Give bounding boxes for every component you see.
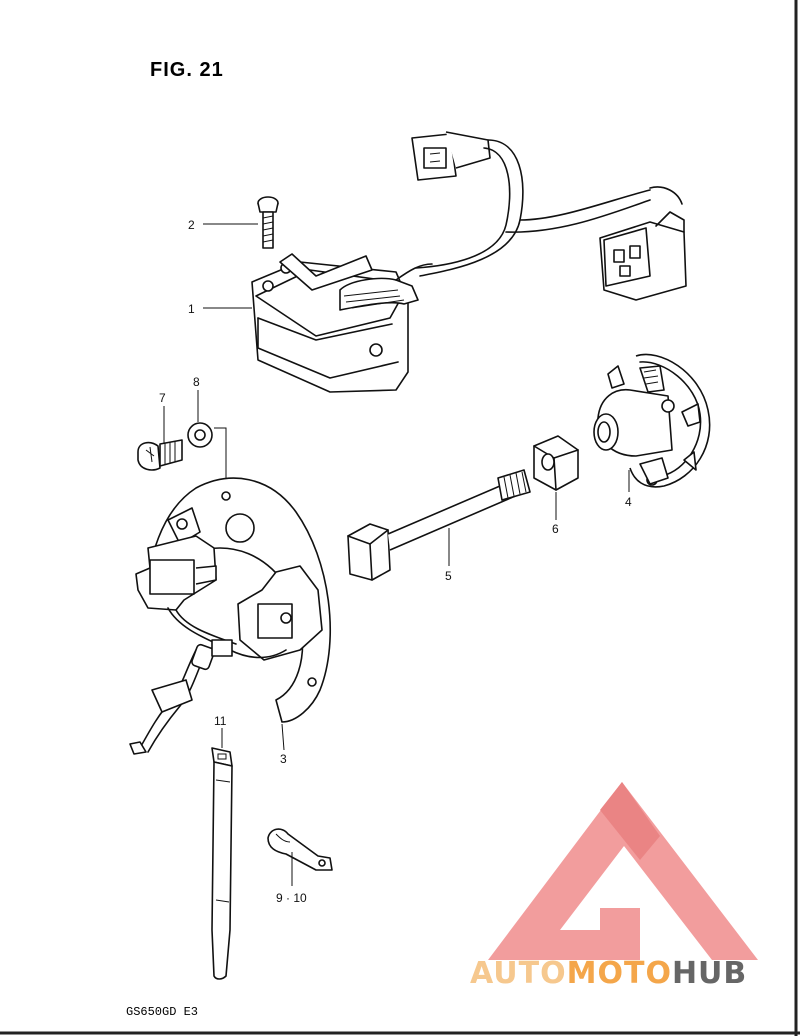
callout-11: 11 (214, 714, 227, 728)
watermark-logo (488, 782, 758, 960)
callout-7: 7 (159, 391, 166, 405)
model-code: GS650GD E3 (126, 1005, 198, 1019)
callout-4: 4 (625, 495, 632, 509)
part-nut (533, 435, 579, 491)
part-clamp (267, 828, 333, 871)
part-rotor-assembly (593, 353, 711, 488)
callout-1: 1 (188, 302, 195, 316)
part-cable-tie (211, 747, 233, 980)
callout-9-10: 9 · 10 (276, 891, 307, 905)
callout-5: 5 (445, 569, 452, 583)
part-washer (187, 422, 213, 448)
part-pickup-plate (129, 477, 332, 755)
watermark-text: AUTOMOTOHUB (470, 956, 747, 991)
callout-3: 3 (280, 752, 287, 766)
part-module-harness (251, 131, 687, 393)
figure-title: FIG. 21 (150, 59, 224, 81)
alignment-line (214, 427, 227, 500)
part-screw-7 (137, 439, 183, 471)
part-bolt (347, 469, 531, 581)
leader-lines (163, 223, 630, 886)
part-screw (257, 196, 279, 249)
callout-2: 2 (188, 218, 195, 232)
callout-8: 8 (193, 375, 200, 389)
callout-6: 6 (552, 522, 559, 536)
